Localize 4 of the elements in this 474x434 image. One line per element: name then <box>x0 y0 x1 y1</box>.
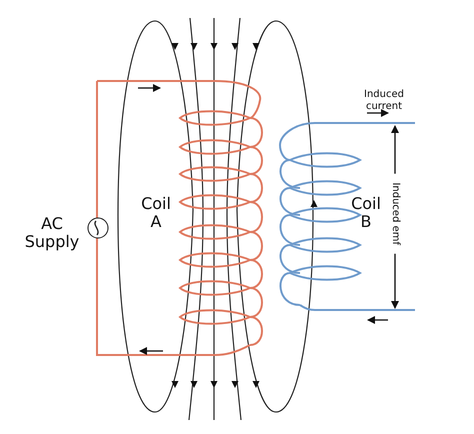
supply-label: AC Supply <box>24 215 80 252</box>
coil-label: Coil B <box>350 195 382 232</box>
current-label: Induced current <box>363 89 405 112</box>
coil-label: Coil A <box>140 195 172 232</box>
